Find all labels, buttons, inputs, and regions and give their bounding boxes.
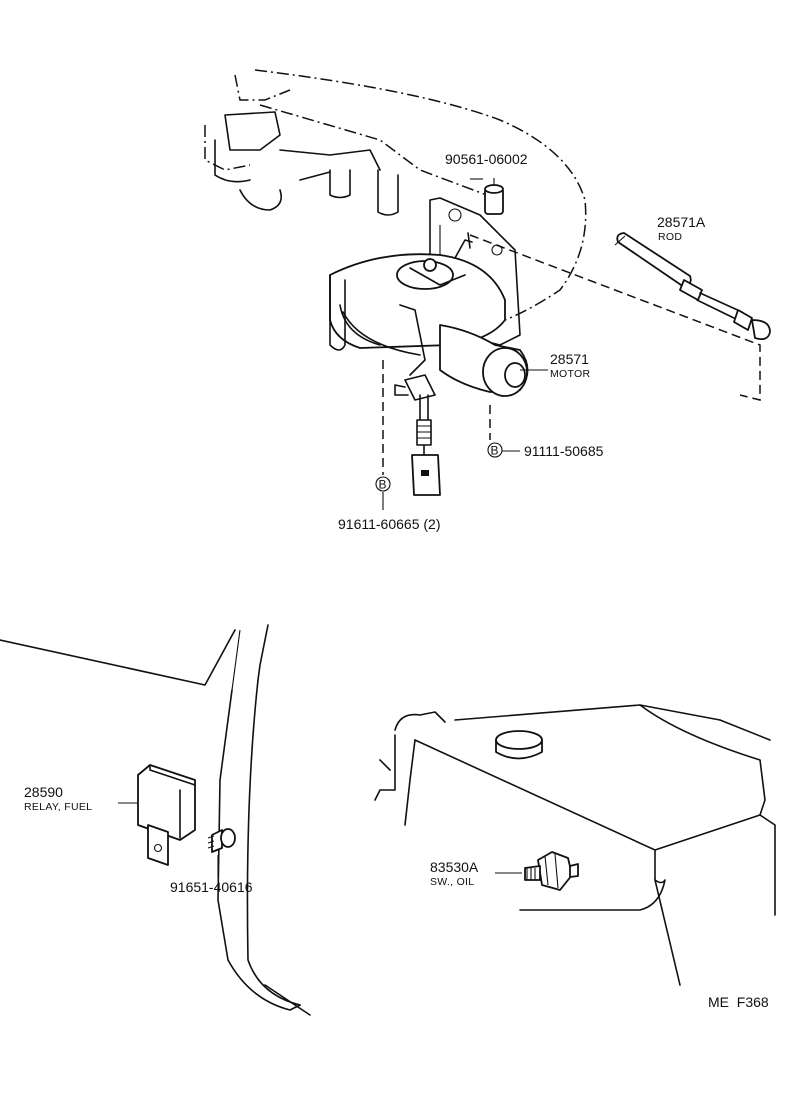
label-90561-06002: 90561-06002 [445, 151, 528, 167]
label-28590: 28590 [24, 784, 63, 800]
screw-91651-40616 [207, 828, 236, 853]
intake-manifold-outline [204, 69, 587, 321]
label-28571: 28571 [550, 351, 589, 367]
label-91611-60665: 91611-60665 (2) [338, 516, 440, 532]
fuel-relay [137, 764, 196, 866]
motor-assembly [329, 232, 529, 496]
label-motor-description: MOTOR [550, 368, 591, 380]
oil-filler-cap [495, 730, 543, 760]
label-91111-50685: 91111-50685 [524, 443, 604, 459]
label-relay-description: RELAY, FUEL [24, 801, 92, 813]
marker-b-91111-letter: B [491, 444, 499, 458]
oil-switch [495, 851, 579, 891]
label-83530a: 83530A [430, 859, 479, 875]
bolt-90561-06002 [484, 178, 504, 215]
marker-b-91611: B [375, 476, 391, 492]
engine-block-outline [374, 704, 776, 986]
label-91651-40616: 91651-40616 [170, 879, 253, 895]
label-28571a: 28571A [657, 214, 706, 230]
marker-b-91111: B [487, 442, 503, 458]
fender-body-outline [0, 624, 311, 1016]
label-oil-switch-description: SW., OIL [430, 876, 474, 888]
label-rod-description: ROD [658, 231, 682, 243]
marker-b-91611-letter: B [379, 478, 387, 492]
leader-lines-relay [118, 802, 219, 878]
figure-code: ME F368 [708, 994, 769, 1010]
leader-lines-upper [382, 178, 761, 510]
rod-28571a [614, 232, 771, 341]
